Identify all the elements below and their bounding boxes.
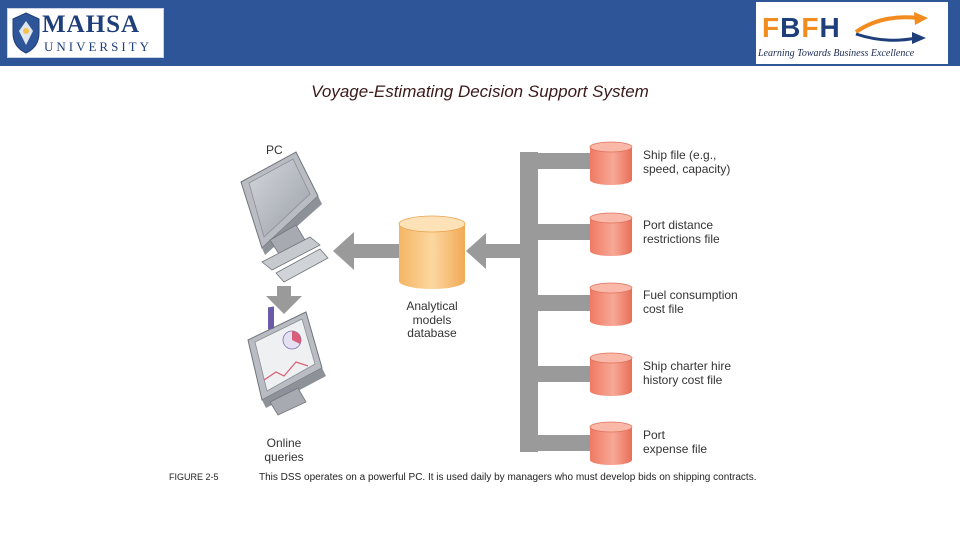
mark-letter-2: B (780, 12, 802, 43)
analytical-database-icon (398, 215, 466, 289)
arrow-pc-to-queries (266, 286, 302, 314)
mahsa-university-logo: MAHSA UNIVERSITY (7, 8, 164, 58)
analytical-database-label: Analytical models database (406, 299, 458, 340)
connector-bus (480, 152, 590, 452)
logo-word-mahsa: MAHSA (42, 11, 141, 38)
fbfh-tagline: Learning Towards Business Excellence (758, 48, 915, 59)
swoosh-arrows-icon (854, 12, 928, 44)
page-title: Voyage-Estimating Decision Support Syste… (311, 82, 649, 101)
fuel-consumption-database-icon (589, 282, 633, 326)
port-expense-database-icon (589, 421, 633, 465)
mark-letter-4: H (819, 12, 841, 43)
port-distance-label: Port distance restrictions file (643, 218, 720, 246)
ship-charter-label: Ship charter hire history cost file (643, 359, 732, 387)
online-queries-label: Online queries (264, 436, 304, 464)
ship-charter-database-icon (589, 352, 633, 396)
port-expense-label: Port expense file (643, 428, 708, 456)
fuel-consumption-label: Fuel consumption cost file (643, 288, 738, 316)
pc-computer-icon (240, 151, 329, 283)
fbfh-mark: FBFH (762, 12, 841, 44)
figure-number: FIGURE 2-5 (169, 472, 219, 482)
online-queries-monitor-icon (247, 306, 326, 416)
arrow-database-to-pc (333, 232, 400, 270)
figure-caption: This DSS operates on a powerful PC. It i… (259, 472, 757, 483)
ship-file-label: Ship file (e.g., speed, capacity) (643, 148, 731, 176)
logo-word-university: UNIVERSITY (44, 39, 152, 54)
fbfh-logo: FBFH Learning Towards Business Excellenc… (756, 2, 948, 64)
mark-letter-1: F (762, 12, 781, 43)
university-crest-icon (12, 12, 40, 54)
ship-file-database-icon (589, 141, 633, 185)
mark-letter-3: F (801, 12, 820, 43)
port-distance-database-icon (589, 212, 633, 256)
pc-label: PC (266, 143, 283, 157)
arrow-files-to-database (466, 233, 486, 269)
